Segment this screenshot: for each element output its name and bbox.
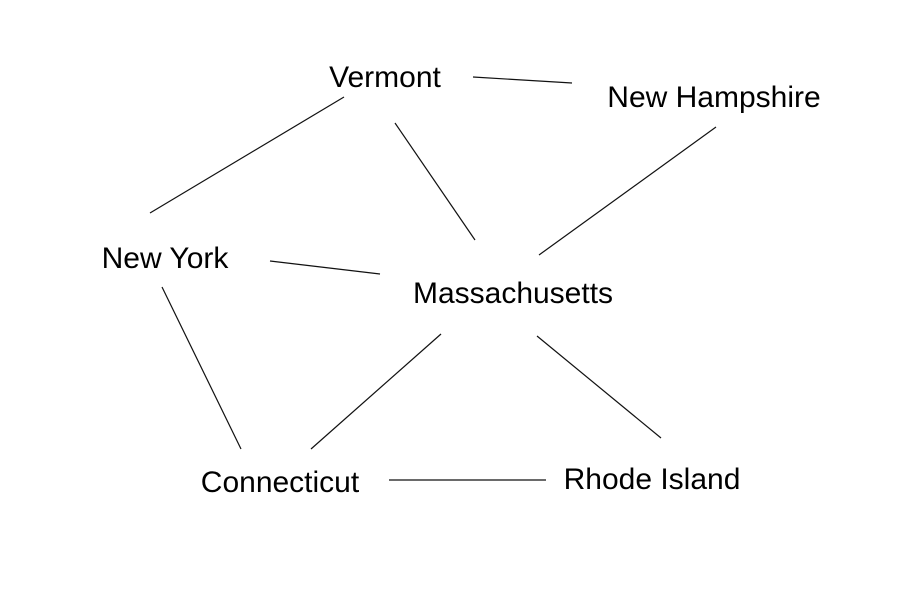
edge-vermont-new-york xyxy=(149,96,345,214)
edge-massachusetts-connecticut xyxy=(310,333,442,450)
node-new-hampshire: New Hampshire xyxy=(607,81,821,114)
node-new-york: New York xyxy=(101,242,229,275)
node-massachusetts: Massachusetts xyxy=(412,277,614,310)
edge-vermont-massachusetts xyxy=(394,122,476,241)
node-connecticut: Connecticut xyxy=(200,466,360,499)
edge-new-hampshire-massachusetts xyxy=(538,126,717,256)
node-vermont: Vermont xyxy=(329,61,441,94)
edge-new-york-massachusetts xyxy=(269,260,381,275)
edge-massachusetts-rhode-island xyxy=(536,335,662,439)
edge-vermont-new-hampshire xyxy=(472,76,573,84)
node-rhode-island: Rhode Island xyxy=(563,463,741,496)
edge-new-york-connecticut xyxy=(161,286,242,450)
